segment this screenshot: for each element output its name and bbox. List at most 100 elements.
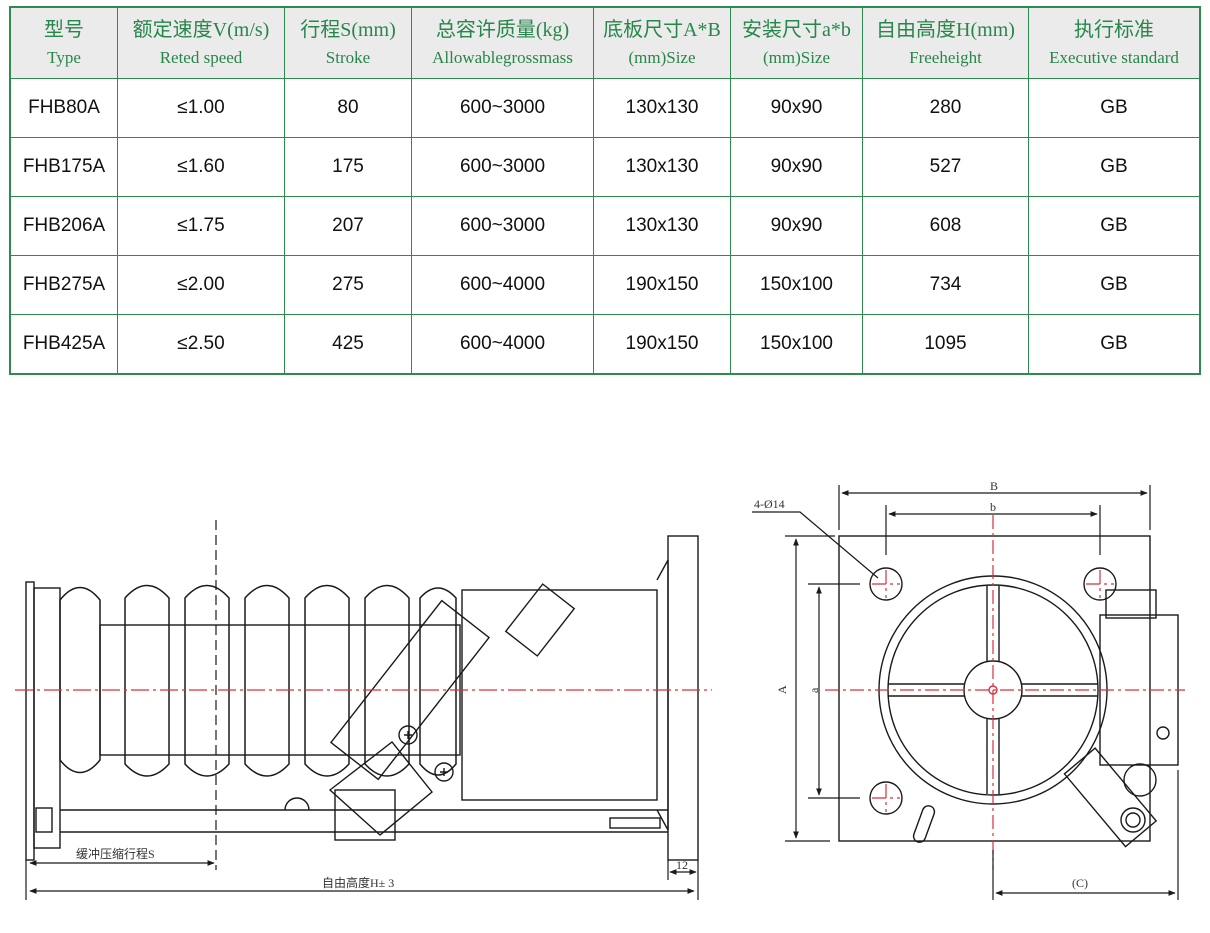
cell-type: FHB206A <box>9 196 118 256</box>
cell-mass: 600~3000 <box>411 137 594 197</box>
cell-type: FHB425A <box>9 314 118 375</box>
col-header-mount-size: 安装尺寸a*b (mm)Size <box>730 6 863 79</box>
cell-stroke: 175 <box>284 137 412 197</box>
header-cn: 执行标准 <box>1074 19 1154 41</box>
cell-standard: GB <box>1028 78 1201 138</box>
bottom-bracket <box>334 789 396 841</box>
header-en: Executive standard <box>1049 48 1179 67</box>
cell-speed: ≤2.50 <box>117 314 285 375</box>
right-flange <box>667 535 699 861</box>
cell-stroke: 80 <box>284 78 412 138</box>
col-header-stroke: 行程S(mm) Stroke <box>284 6 412 79</box>
col-header-base-size: 底板尺寸A*B (mm)Size <box>593 6 731 79</box>
dim-A-label: A <box>775 685 789 694</box>
table-header-row: 型号 Type 额定速度V(m/s) Reted speed 行程S(mm) Stro… <box>9 6 1201 79</box>
cell-mass: 600~4000 <box>411 314 594 375</box>
table-row: FHB80A ≤1.00 80 600~3000 130x130 90x90 2… <box>9 78 1201 138</box>
cell-mass: 600~3000 <box>411 196 594 256</box>
header-en: Allowablegrossmass <box>432 48 573 67</box>
header-cn: 自由高度H(mm) <box>876 19 1015 41</box>
end-dimensions <box>752 485 1179 900</box>
cell-base-size: 130x130 <box>593 196 731 256</box>
left-spring-seat <box>33 587 61 849</box>
header-cn: 型号 <box>44 19 84 41</box>
table-row: FHB275A ≤2.00 275 600~4000 190x150 150x1… <box>9 255 1201 315</box>
header-en: Stroke <box>325 48 371 67</box>
header-cn: 安装尺寸a*b <box>742 19 851 41</box>
cell-mass: 600~4000 <box>411 255 594 315</box>
left-base-plate <box>25 581 35 861</box>
cell-mass: 600~3000 <box>411 78 594 138</box>
cell-free-height: 1095 <box>862 314 1029 375</box>
stroke-label: 缓冲压缩行程S <box>76 846 155 861</box>
dim-B-label: B <box>990 479 998 493</box>
spec-table: 型号 Type 额定速度V(m/s) Reted speed 行程S(mm) Stro… <box>9 6 1201 375</box>
cell-free-height: 734 <box>862 255 1029 315</box>
cell-free-height: 280 <box>862 78 1029 138</box>
col-header-speed: 额定速度V(m/s) Reted speed <box>117 6 285 79</box>
cell-standard: GB <box>1028 137 1201 197</box>
cell-speed: ≤2.00 <box>117 255 285 315</box>
mount-hole <box>869 567 903 601</box>
cell-standard: GB <box>1028 314 1201 375</box>
header-en: Freeheight <box>909 48 982 67</box>
col-header-free-height: 自由高度H(mm) Freeheight <box>862 6 1029 79</box>
cell-type: FHB275A <box>9 255 118 315</box>
slot <box>912 805 936 843</box>
cell-free-height: 527 <box>862 137 1029 197</box>
technical-drawing: 缓冲压缩行程S 自由高度H± 3 12 <box>15 479 1185 900</box>
free-height-label: 自由高度H± 3 <box>322 875 394 890</box>
cylinder-flange-taper <box>656 559 669 831</box>
header-en: Reted speed <box>159 48 243 67</box>
roller <box>1120 807 1146 833</box>
base-plate-square <box>838 535 1151 842</box>
rod-collar <box>609 817 661 829</box>
header-cn: 额定速度V(m/s) <box>132 19 270 41</box>
side-view <box>25 535 699 861</box>
table-row: FHB175A ≤1.60 175 600~3000 130x130 90x90… <box>9 137 1201 197</box>
header-en: (mm)Size <box>762 48 831 67</box>
end-centerlines <box>825 515 1185 870</box>
cell-mount-size: 150x100 <box>730 255 863 315</box>
col-header-type: 型号 Type <box>9 6 118 79</box>
dim-C-label: (C) <box>1072 876 1088 890</box>
cell-mount-size: 90x90 <box>730 78 863 138</box>
cell-base-size: 130x130 <box>593 137 731 197</box>
dim-b-label: b <box>990 500 996 514</box>
col-header-mass: 总容许质量(kg) Allowablegrossmass <box>411 6 594 79</box>
cell-mount-size: 90x90 <box>730 196 863 256</box>
side-dimensions <box>25 860 699 900</box>
cell-stroke: 275 <box>284 255 412 315</box>
header-en: (mm)Size <box>628 48 696 67</box>
cell-base-size: 190x150 <box>593 314 731 375</box>
cell-mount-size: 150x100 <box>730 314 863 375</box>
header-cn: 行程S(mm) <box>300 19 396 41</box>
cell-speed: ≤1.60 <box>117 137 285 197</box>
cylinder-body <box>461 589 658 801</box>
end-view <box>838 535 1179 848</box>
dim-a-label: a <box>807 687 821 693</box>
cell-standard: GB <box>1028 255 1201 315</box>
header-en: Type <box>47 48 81 67</box>
mount-hole <box>869 781 903 815</box>
col-header-standard: 执行标准 Executive standard <box>1028 6 1201 79</box>
cell-speed: ≤1.00 <box>117 78 285 138</box>
header-cn: 总容许质量(kg) <box>435 19 570 41</box>
cell-type: FHB175A <box>9 137 118 197</box>
table-row: FHB206A ≤1.75 207 600~3000 130x130 90x90… <box>9 196 1201 256</box>
cell-stroke: 207 <box>284 196 412 256</box>
coil-spring <box>59 584 457 777</box>
cell-type: FHB80A <box>9 78 118 138</box>
limit-switch <box>284 583 576 836</box>
cell-free-height: 608 <box>862 196 1029 256</box>
spokes <box>888 586 1098 794</box>
mount-hole <box>1083 567 1117 601</box>
flange-thickness-label: 12 <box>676 858 688 872</box>
cell-base-size: 190x150 <box>593 255 731 315</box>
switch-arm <box>1063 747 1158 848</box>
bolt-head <box>35 807 53 833</box>
table-row: FHB425A ≤2.50 425 600~4000 190x150 150x1… <box>9 314 1201 375</box>
cell-speed: ≤1.75 <box>117 196 285 256</box>
hole-callout: 4-Ø14 <box>754 497 785 511</box>
header-cn: 底板尺寸A*B <box>603 19 721 41</box>
